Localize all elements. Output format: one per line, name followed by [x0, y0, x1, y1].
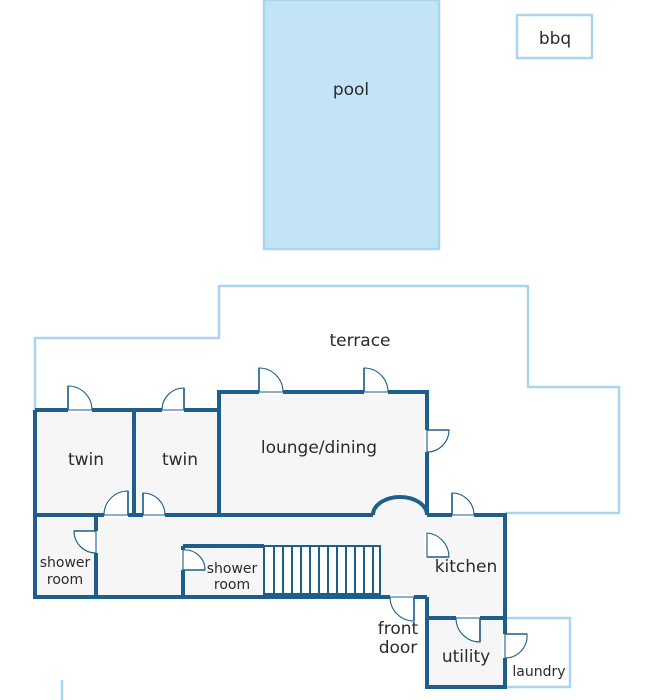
shower-room-left-label-line2: room — [47, 572, 83, 588]
kitchen-label: kitchen — [435, 557, 498, 577]
door-utility — [455, 617, 481, 643]
door-lounge-right — [363, 367, 389, 393]
pool-area — [262, 0, 441, 251]
door-kitchen-terrace — [451, 492, 475, 516]
front-door-label-line1: front — [378, 619, 419, 639]
door-shower-center — [182, 549, 206, 571]
door-lounge-left — [258, 367, 284, 393]
lounge-dining-room — [219, 392, 427, 515]
shower-room-center-label-line2: room — [214, 577, 250, 593]
twin-right-label: twin — [162, 450, 198, 470]
twin-left-label: twin — [68, 450, 104, 470]
staircase — [263, 545, 381, 595]
door-front — [389, 596, 415, 622]
walls — [33, 390, 507, 689]
pool-label: pool — [333, 80, 369, 100]
door-twin-right — [161, 387, 185, 411]
terrace-label: terrace — [329, 331, 390, 351]
shower-room-left-label-line1: shower — [40, 555, 91, 571]
door-shower-left — [73, 530, 97, 554]
door-corridor-2 — [142, 492, 166, 516]
door-laundry — [504, 633, 528, 659]
lounge-dining-label: lounge/dining — [261, 438, 377, 458]
laundry-outline — [505, 616, 572, 689]
laundry-label: laundry — [512, 664, 565, 680]
front-door-label-line2: door — [379, 638, 418, 658]
door-lounge-side — [426, 429, 450, 453]
bbq-label: bbq — [539, 29, 571, 49]
terrace-outline — [33, 284, 621, 515]
shower-room-center-label-line1: shower — [207, 561, 258, 577]
door-twin-left — [67, 385, 93, 411]
kitchen-room — [427, 515, 505, 618]
door-kitchen-corridor — [426, 532, 450, 558]
bbq-area — [515, 13, 594, 60]
door-corridor-1 — [103, 490, 129, 516]
utility-label: utility — [442, 647, 490, 667]
